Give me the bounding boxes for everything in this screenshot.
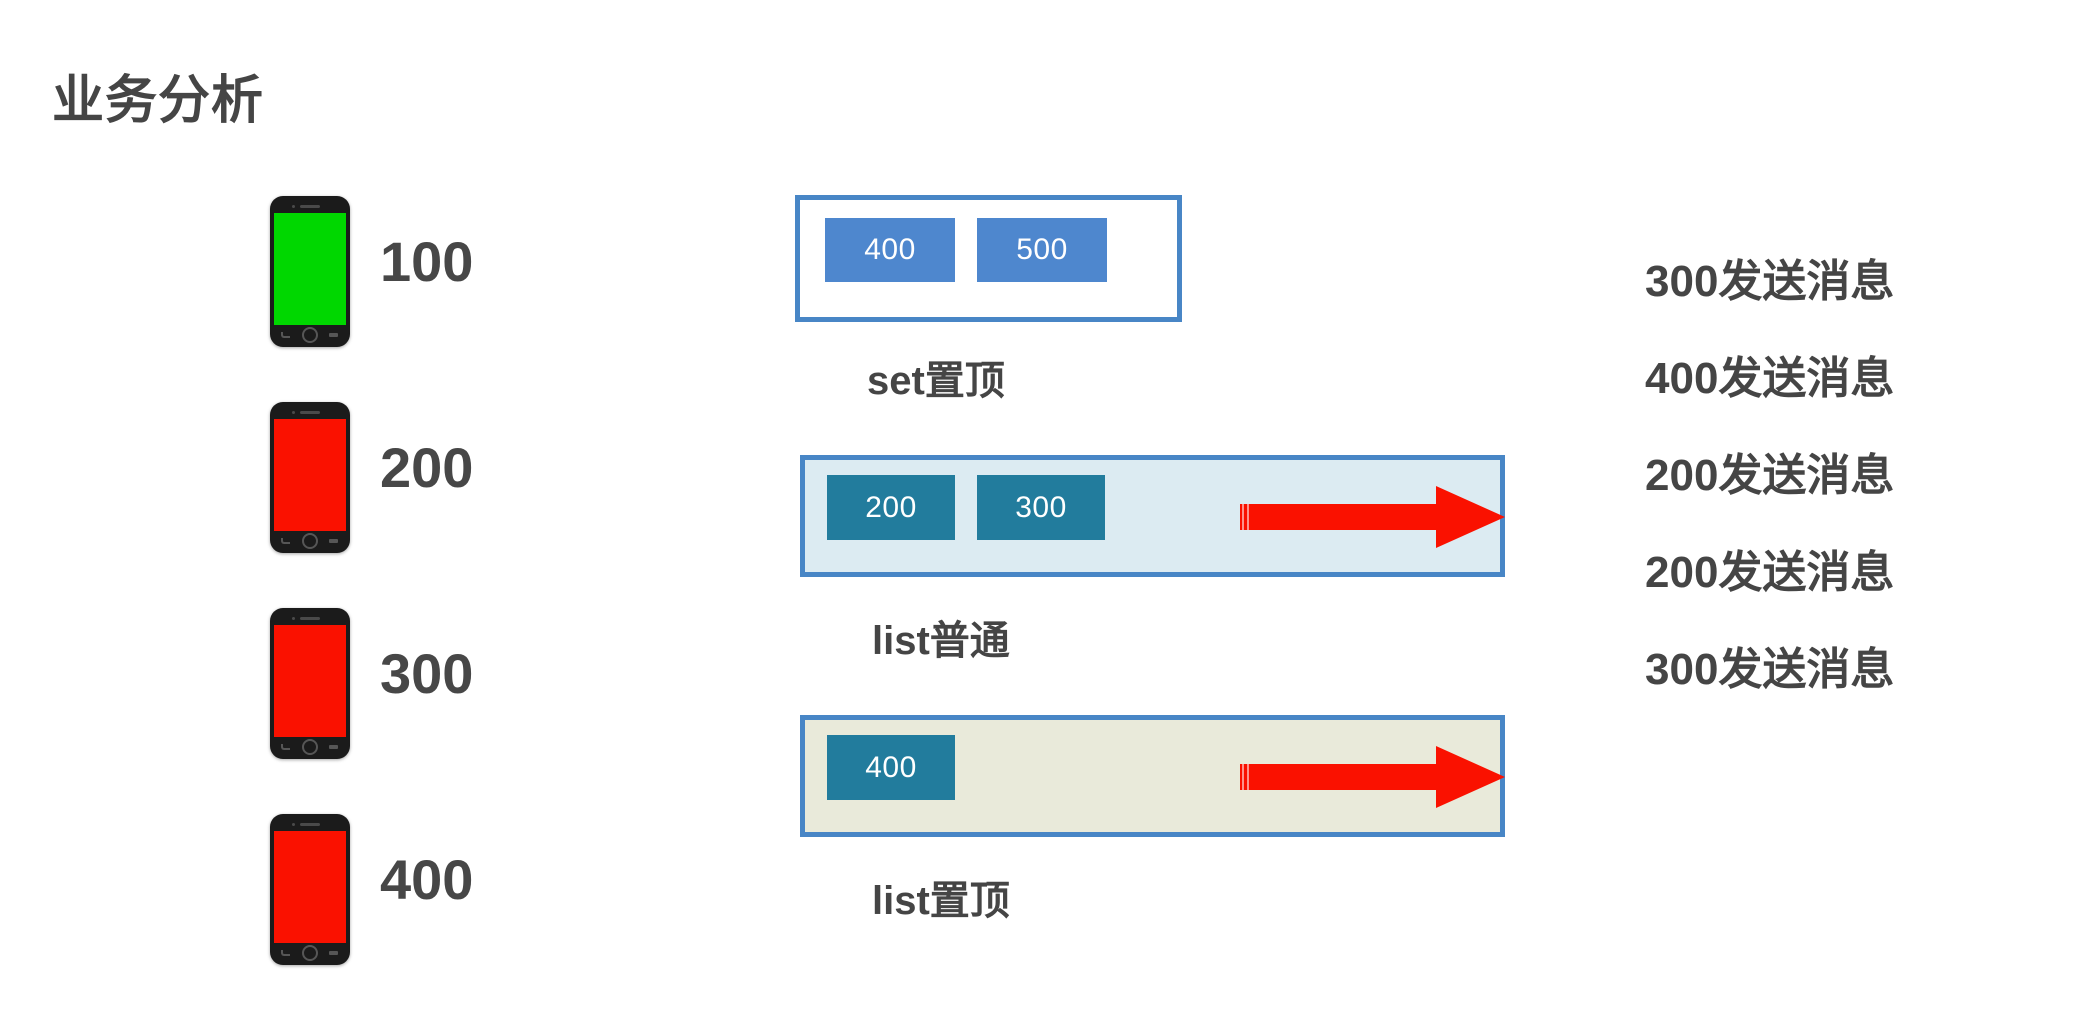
phone-screen	[274, 831, 346, 943]
message-log-item: 300发送消息	[1645, 645, 1895, 694]
phone-value-label: 400	[380, 848, 474, 911]
phone-device-icon	[270, 402, 350, 553]
phone-menu-button-icon	[329, 539, 338, 543]
chip-item[interactable]: 400	[827, 735, 955, 800]
phone-camera-icon	[292, 823, 295, 826]
list-top-box: 400	[800, 715, 1505, 837]
chip-strip: 400 500	[825, 218, 1177, 282]
phone-menu-button-icon	[329, 333, 338, 337]
phone-menu-button-icon	[329, 745, 338, 749]
list-top-group: 400 list置顶	[800, 715, 1505, 923]
page-title: 业务分析	[52, 72, 265, 130]
chip-item[interactable]: 300	[977, 475, 1105, 540]
phone-device-icon	[270, 196, 350, 347]
phone-device-icon	[270, 814, 350, 965]
phone-camera-icon	[292, 411, 295, 414]
phone-camera-icon	[292, 617, 295, 620]
set-top-group: 400 500 set置顶	[795, 195, 1182, 403]
phone-menu-button-icon	[329, 951, 338, 955]
message-log-item: 200发送消息	[1645, 548, 1895, 597]
list-normal-box: 200 300	[800, 455, 1505, 577]
chip-item[interactable]: 500	[977, 218, 1107, 282]
message-log-item: 400发送消息	[1645, 354, 1895, 403]
phone-speaker-icon	[300, 205, 320, 208]
list-normal-caption: list普通	[872, 619, 1010, 663]
phone-value-label: 300	[380, 642, 474, 705]
phone-row: 300	[270, 608, 590, 814]
phone-row: 100	[270, 196, 590, 402]
list-normal-group: 200 300 list普通	[800, 455, 1505, 663]
phone-speaker-icon	[300, 411, 320, 414]
phone-home-button-icon	[302, 327, 318, 343]
chip-item[interactable]: 200	[827, 475, 955, 540]
message-log-item: 200发送消息	[1645, 451, 1895, 500]
phone-camera-icon	[292, 205, 295, 208]
phone-device-icon	[270, 608, 350, 759]
send-message-log: 300发送消息 400发送消息 200发送消息 200发送消息 300发送消息	[1645, 260, 1894, 745]
phone-value-label: 200	[380, 436, 474, 499]
phone-value-label: 100	[380, 230, 474, 293]
phone-back-button-icon	[281, 538, 290, 544]
phone-screen	[274, 213, 346, 325]
phone-back-button-icon	[281, 744, 290, 750]
set-top-box: 400 500	[795, 195, 1182, 322]
phone-list: 100 200 300	[270, 196, 590, 1020]
phone-back-button-icon	[281, 332, 290, 338]
list-top-caption: list置顶	[872, 879, 1010, 923]
phone-screen	[274, 625, 346, 737]
chip-strip: 200 300	[827, 475, 1500, 540]
phone-screen	[274, 419, 346, 531]
phone-home-button-icon	[302, 945, 318, 961]
phone-speaker-icon	[300, 823, 320, 826]
chip-strip: 400	[827, 735, 1500, 800]
phone-home-button-icon	[302, 739, 318, 755]
chip-item[interactable]: 400	[825, 218, 955, 282]
message-log-item: 300发送消息	[1645, 257, 1895, 306]
phone-home-button-icon	[302, 533, 318, 549]
phone-row: 400	[270, 814, 590, 1020]
phone-speaker-icon	[300, 617, 320, 620]
phone-row: 200	[270, 402, 590, 608]
phone-back-button-icon	[281, 950, 290, 956]
set-top-caption: set置顶	[867, 359, 1005, 403]
